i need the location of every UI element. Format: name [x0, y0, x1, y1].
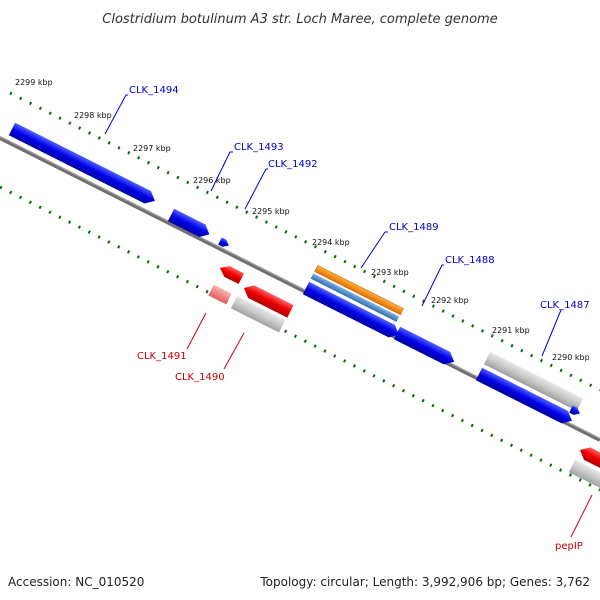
leader-clk-1491 [186, 312, 207, 350]
kbp-label: 2293 kbp [371, 268, 409, 277]
kbp-label: 2290 kbp [552, 353, 590, 362]
topology-text: Topology: circular; Length: 3,992,906 bp… [259, 575, 590, 589]
gene-bar-clk-1491[interactable] [208, 284, 232, 305]
leader-clk-1487 [541, 309, 562, 357]
kbp-label: 2296 kbp [193, 176, 231, 185]
gene-arrow-clk-1487[interactable] [475, 367, 575, 427]
gene-arrow-peplp-red[interactable] [577, 444, 600, 475]
gene-label-clk-1492[interactable]: CLK_1492 [268, 159, 318, 170]
gene-label-clk-1491[interactable]: CLK_1491 [137, 351, 187, 362]
gene-label-clk-1489[interactable]: CLK_1489 [389, 222, 439, 233]
kbp-label: 2298 kbp [74, 111, 112, 120]
kbp-label: 2295 kbp [252, 207, 290, 216]
gene-arrow-clk-1489[interactable] [302, 281, 402, 341]
forward-tick-row [9, 91, 600, 392]
gene-bar-peplp[interactable] [568, 459, 600, 491]
gene-label-peplp[interactable]: pepIP [555, 541, 583, 552]
kbp-label: 2297 kbp [133, 144, 171, 153]
gene-label-clk-1488[interactable]: CLK_1488 [445, 255, 495, 266]
gene-label-clk-1487[interactable]: CLK_1487 [540, 300, 590, 311]
gene-arrow-small-right[interactable] [569, 405, 582, 417]
leader-lines [104, 94, 593, 538]
kbp-label: 2299 kbp [15, 78, 53, 87]
gene-label-clk-1493[interactable]: CLK_1493 [234, 142, 284, 153]
kbp-labels: 2299 kbp 2298 kbp 2297 kbp 2296 kbp 2295… [15, 78, 590, 362]
accession-text: Accession: NC_010520 [8, 575, 144, 589]
feature-bar-orange [314, 265, 404, 316]
gene-arrow-small-red[interactable] [217, 263, 245, 285]
pseudo-bar-clk-1487 [483, 351, 584, 411]
leader-clk-1493 [210, 151, 233, 192]
kbp-label: 2294 kbp [312, 238, 350, 247]
gene-arrow-clk-1492[interactable] [218, 237, 231, 249]
gene-arrow-clk-1488[interactable] [393, 326, 457, 368]
gene-bar-clk-1490[interactable] [230, 295, 286, 333]
feature-track [8, 122, 600, 491]
gene-arrow-red-long[interactable] [241, 282, 294, 318]
kbp-label: 2292 kbp [431, 296, 469, 305]
leader-clk-1494 [104, 94, 128, 135]
leader-peplp [570, 494, 593, 538]
map-title: Clostridium botulinum A3 str. Loch Maree… [102, 12, 497, 27]
leader-clk-1492 [244, 168, 268, 210]
gene-arrow-clk-1494[interactable] [8, 122, 158, 207]
gene-labels: CLK_1494 CLK_1493 CLK_1492 CLK_1489 CLK_… [129, 85, 590, 552]
leader-clk-1488 [421, 264, 444, 307]
leader-clk-1490 [223, 332, 245, 370]
kbp-label: 2291 kbp [492, 326, 530, 335]
gene-label-clk-1490[interactable]: CLK_1490 [175, 372, 225, 383]
gene-label-clk-1494[interactable]: CLK_1494 [129, 85, 179, 96]
leader-clk-1489 [360, 231, 388, 269]
gene-arrow-clk-1493[interactable] [167, 208, 213, 241]
feature-bar-steel [310, 273, 400, 322]
reverse-tick-row [0, 185, 600, 492]
